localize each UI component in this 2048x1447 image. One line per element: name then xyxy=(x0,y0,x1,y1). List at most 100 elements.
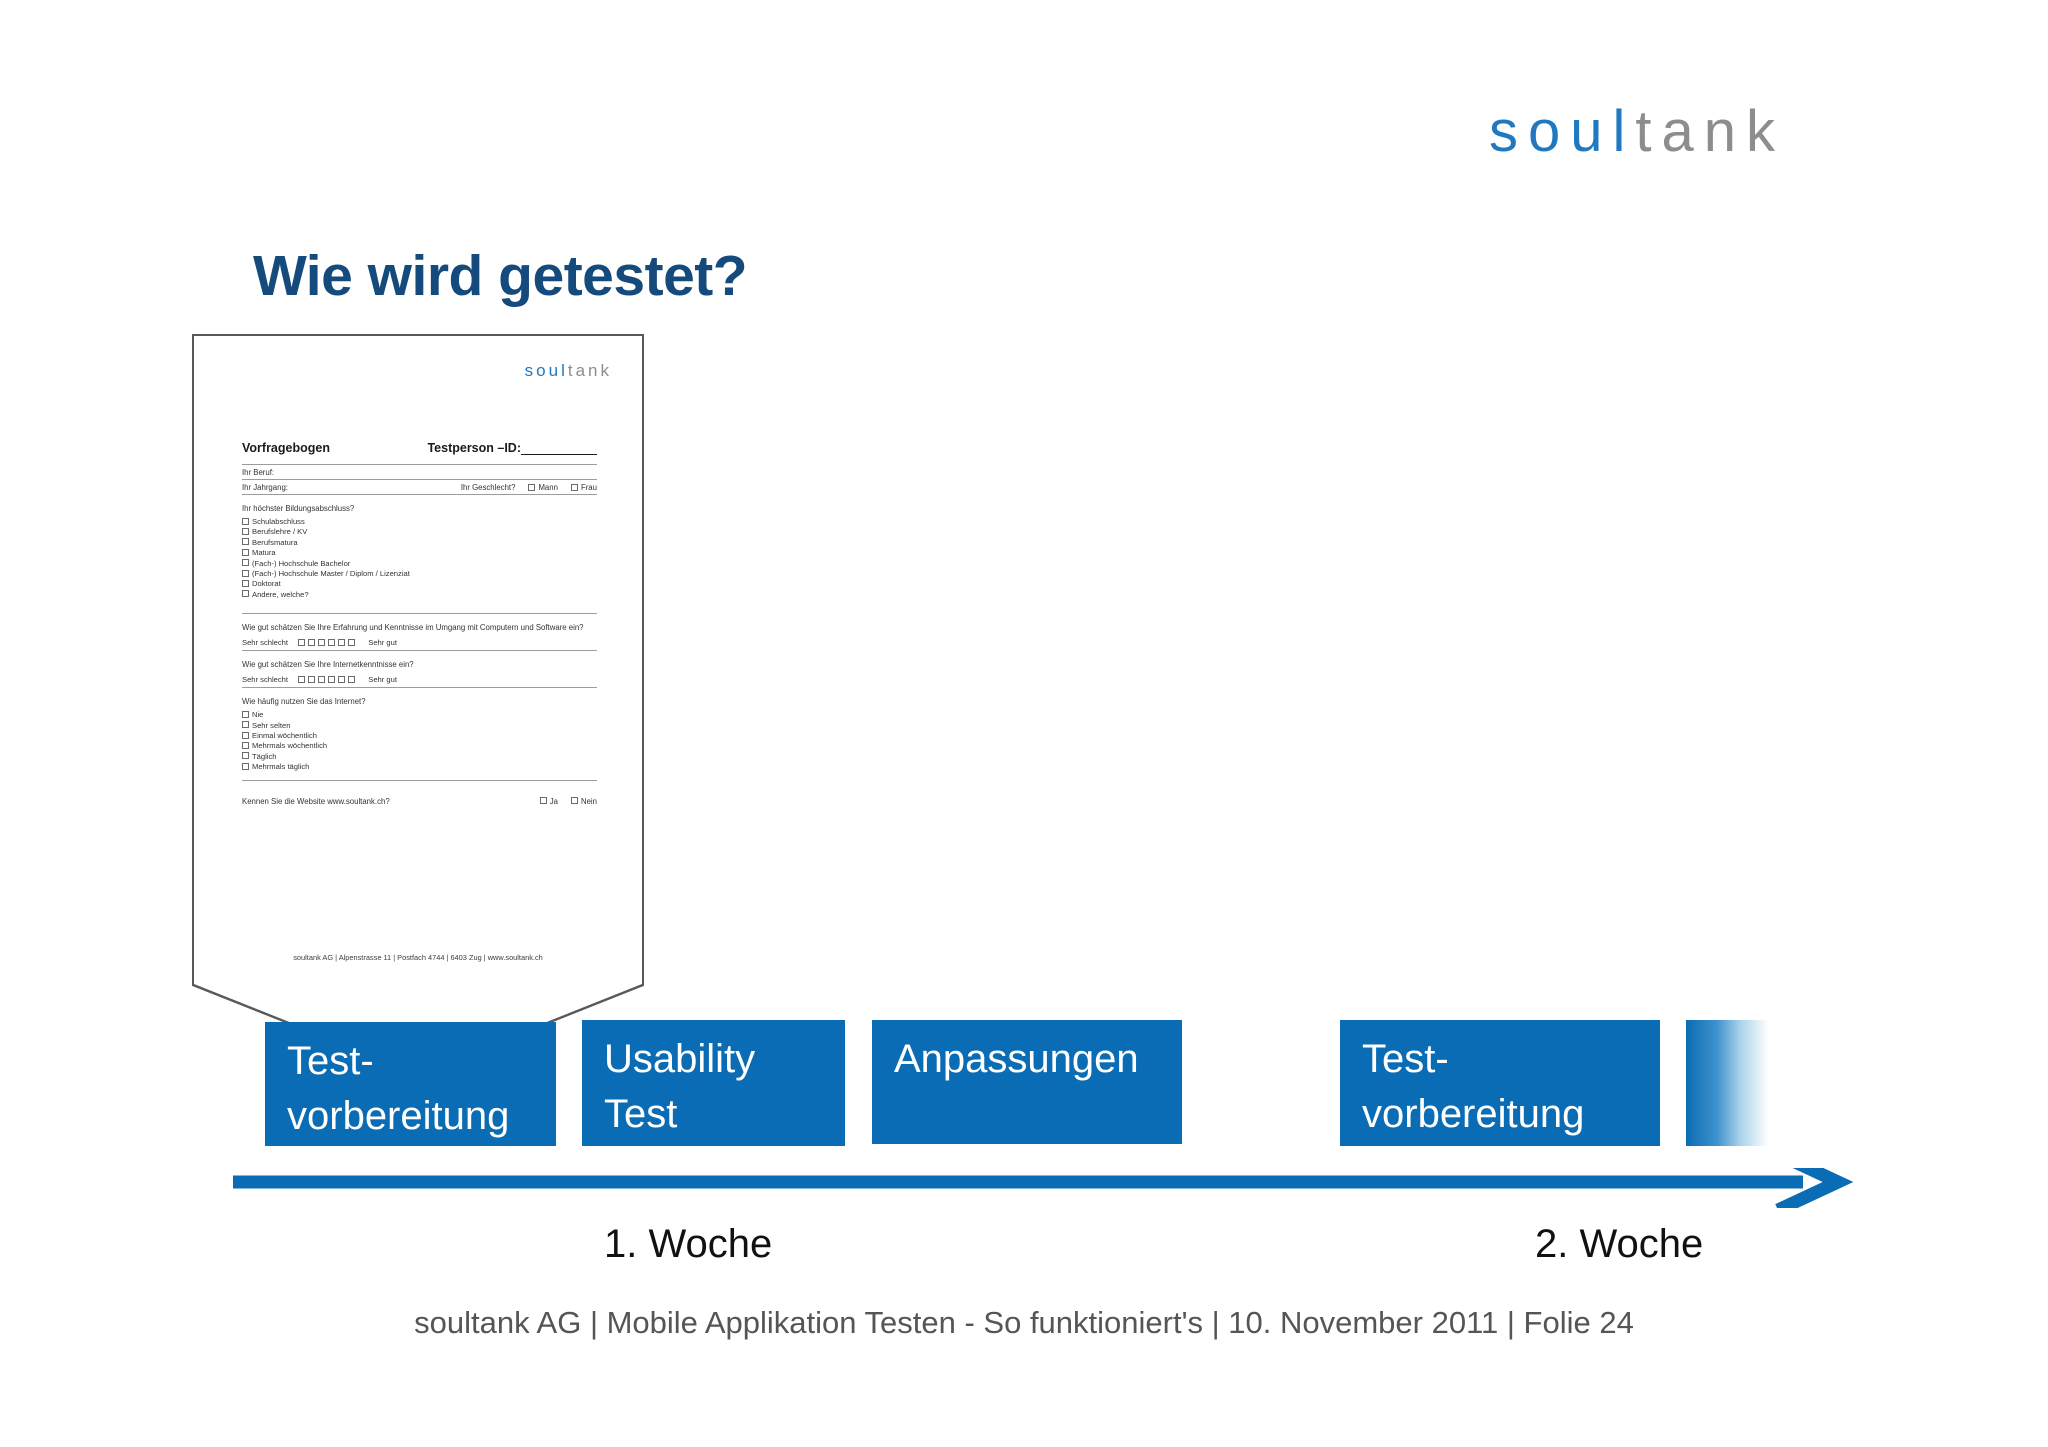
checkbox-icon[interactable] xyxy=(242,527,249,535)
website-question-row: Kennen Sie die Website www.soultank.ch? … xyxy=(242,794,597,808)
checkbox-icon[interactable] xyxy=(308,675,316,683)
soultank-logo: soultank xyxy=(1489,98,1785,165)
checkbox-icon[interactable] xyxy=(328,675,336,683)
testperson-id-blank[interactable] xyxy=(521,443,597,455)
geschlecht-group: Ihr Geschlecht? Mann Frau xyxy=(461,483,597,492)
list-item-label: Mehrmals wöchentlich xyxy=(252,741,328,751)
list-item[interactable]: Andere, welche? xyxy=(242,590,597,600)
checkbox-icon[interactable] xyxy=(348,675,356,683)
logo-tank-text: tank xyxy=(1635,99,1786,164)
list-item[interactable]: Matura xyxy=(242,548,597,558)
checkbox-icon[interactable] xyxy=(242,548,249,556)
computer-skill-boxes[interactable] xyxy=(298,638,358,647)
timeline-bar-testvorbereitung-2-line2: vorbereitung xyxy=(1362,1092,1585,1136)
timeline-bar-testvorbereitung-2[interactable]: Test- vorbereitung xyxy=(1340,1020,1660,1146)
website-option-nein-label: Nein xyxy=(580,796,597,806)
timeline-bar-fade-continuation xyxy=(1686,1020,1768,1146)
testperson-id-label: Testperson –ID: xyxy=(427,441,521,455)
spacer xyxy=(242,781,597,794)
spacer xyxy=(242,600,597,613)
education-option-list: Schulabschluss Berufslehre / KV Berufsma… xyxy=(242,517,597,600)
geschlecht-option-mann[interactable]: Mann xyxy=(528,483,558,492)
list-item[interactable]: Täglich xyxy=(242,752,597,762)
list-item-label: Mehrmals täglich xyxy=(252,762,310,772)
internet-frequency-option-list: Nie Sehr selten Einmal wöchentlich Mehrm… xyxy=(242,710,597,772)
divider xyxy=(242,687,597,689)
document-logo-soul-text: soul xyxy=(524,361,568,380)
jahrgang-label: Ihr Jahrgang: xyxy=(242,483,288,492)
list-item[interactable]: Doktorat xyxy=(242,579,597,589)
list-item[interactable]: Nie xyxy=(242,710,597,720)
list-item[interactable]: Sehr selten xyxy=(242,721,597,731)
list-item[interactable]: Mehrmals wöchentlich xyxy=(242,741,597,751)
list-item-label: Sehr selten xyxy=(252,720,291,730)
divider xyxy=(242,650,597,652)
list-item-label: Täglich xyxy=(252,751,277,761)
questionnaire-title: Vorfragebogen xyxy=(242,441,330,455)
field-row-beruf: Ihr Beruf: xyxy=(242,465,597,479)
checkbox-icon[interactable] xyxy=(318,638,326,646)
checkbox-icon[interactable] xyxy=(348,638,356,646)
list-item[interactable]: Schulabschluss xyxy=(242,517,597,527)
questionnaire-callout: soultank Vorfragebogen Testperson –ID: I… xyxy=(192,334,644,1047)
checkbox-icon[interactable] xyxy=(318,675,326,683)
list-item[interactable]: Mehrmals täglich xyxy=(242,762,597,772)
checkbox-icon[interactable] xyxy=(242,569,249,577)
checkbox-icon[interactable] xyxy=(338,638,346,646)
questionnaire-page: soultank Vorfragebogen Testperson –ID: I… xyxy=(194,336,642,984)
checkbox-icon[interactable] xyxy=(308,638,316,646)
internet-skill-scale[interactable]: Sehr schlecht Sehr gut xyxy=(242,673,597,687)
geschlecht-option-mann-label: Mann xyxy=(538,483,558,492)
geschlecht-option-frau[interactable]: Frau xyxy=(570,483,597,492)
timeline-bar-usability-test-line2: Test xyxy=(604,1092,678,1136)
list-item[interactable]: (Fach-) Hochschule Master / Diplom / Liz… xyxy=(242,569,597,579)
list-item[interactable]: Berufslehre / KV xyxy=(242,527,597,537)
website-option-ja-label: Ja xyxy=(549,796,558,806)
website-option-nein[interactable]: Nein xyxy=(570,796,597,806)
list-item[interactable]: (Fach-) Hochschule Bachelor xyxy=(242,559,597,569)
internet-skill-question: Wie gut schätzen Sie Ihre Internetkenntn… xyxy=(242,660,414,670)
divider xyxy=(242,613,597,615)
list-item-label: Matura xyxy=(252,548,276,558)
checkbox-icon[interactable] xyxy=(242,517,249,525)
checkbox-icon[interactable] xyxy=(242,590,249,598)
checkbox-icon[interactable] xyxy=(328,638,336,646)
divider xyxy=(242,494,597,495)
website-option-ja[interactable]: Ja xyxy=(539,796,558,806)
checkbox-icon[interactable] xyxy=(242,579,249,587)
checkbox-icon[interactable] xyxy=(570,483,578,491)
internet-skill-boxes[interactable] xyxy=(298,675,358,684)
list-item[interactable]: Berufsmatura xyxy=(242,538,597,548)
geschlecht-option-frau-label: Frau xyxy=(580,483,597,492)
checkbox-icon[interactable] xyxy=(242,741,249,749)
checkbox-icon[interactable] xyxy=(528,483,536,491)
checkbox-icon[interactable] xyxy=(242,559,249,567)
field-row-jahrgang: Ihr Jahrgang: Ihr Geschlecht? Mann Frau xyxy=(242,480,597,494)
list-item-label: Andere, welche? xyxy=(252,589,309,599)
timeline-bar-testvorbereitung-1[interactable]: Test- vorbereitung xyxy=(265,1022,556,1146)
checkbox-icon[interactable] xyxy=(338,675,346,683)
timeline-bar-anpassungen[interactable]: Anpassungen xyxy=(872,1020,1182,1144)
timeline-bar-usability-test[interactable]: Usability Test xyxy=(582,1020,845,1146)
checkbox-icon[interactable] xyxy=(570,797,578,805)
checkbox-icon[interactable] xyxy=(242,752,249,760)
timeline-bar-anpassungen-line1: Anpassungen xyxy=(894,1037,1139,1081)
list-item[interactable]: Einmal wöchentlich xyxy=(242,731,597,741)
checkbox-icon[interactable] xyxy=(298,638,306,646)
checkbox-icon[interactable] xyxy=(242,710,249,718)
education-question: Ihr höchster Bildungsabschluss? xyxy=(242,504,355,513)
timeline-bar-usability-test-line1: Usability xyxy=(604,1037,756,1081)
checkbox-icon[interactable] xyxy=(242,721,249,729)
checkbox-icon[interactable] xyxy=(539,797,547,805)
checkbox-icon[interactable] xyxy=(242,538,249,546)
checkbox-icon[interactable] xyxy=(298,675,306,683)
checkbox-icon[interactable] xyxy=(242,762,249,770)
questionnaire-header-row: Vorfragebogen Testperson –ID: xyxy=(242,441,597,455)
list-item-label: (Fach-) Hochschule Bachelor xyxy=(252,558,351,568)
page-title: Wie wird getestet? xyxy=(253,244,748,308)
divider xyxy=(242,464,597,465)
computer-skill-scale[interactable]: Sehr schlecht Sehr gut xyxy=(242,636,597,650)
checkbox-icon[interactable] xyxy=(242,731,249,739)
list-item-label: Doktorat xyxy=(252,579,281,589)
